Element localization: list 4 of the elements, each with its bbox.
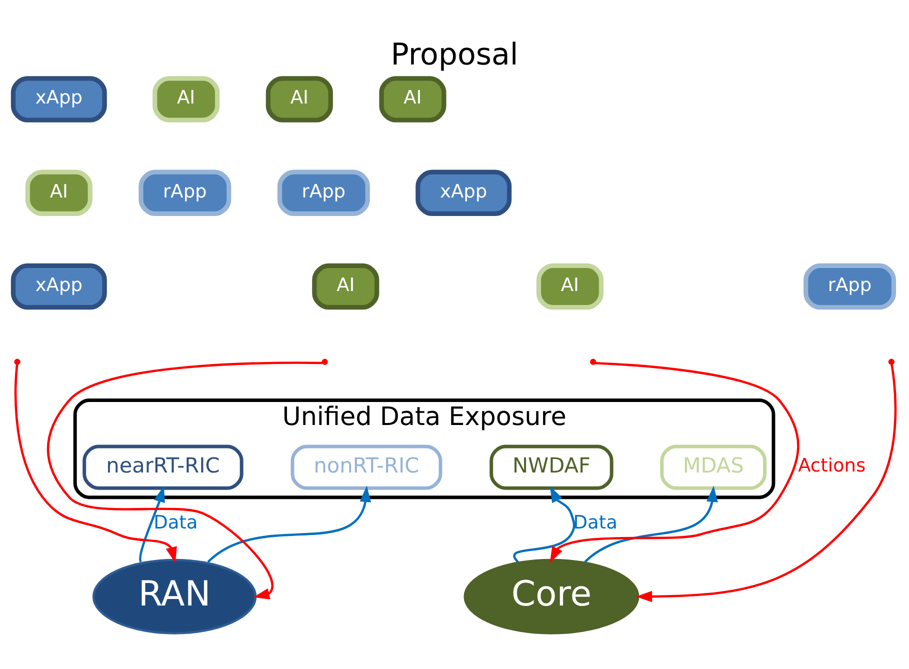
edge-label: Actions [798, 456, 866, 477]
edge-label: Data [154, 512, 198, 534]
edge-label: Data [573, 512, 618, 534]
diagram-title: Proposal [390, 37, 518, 72]
